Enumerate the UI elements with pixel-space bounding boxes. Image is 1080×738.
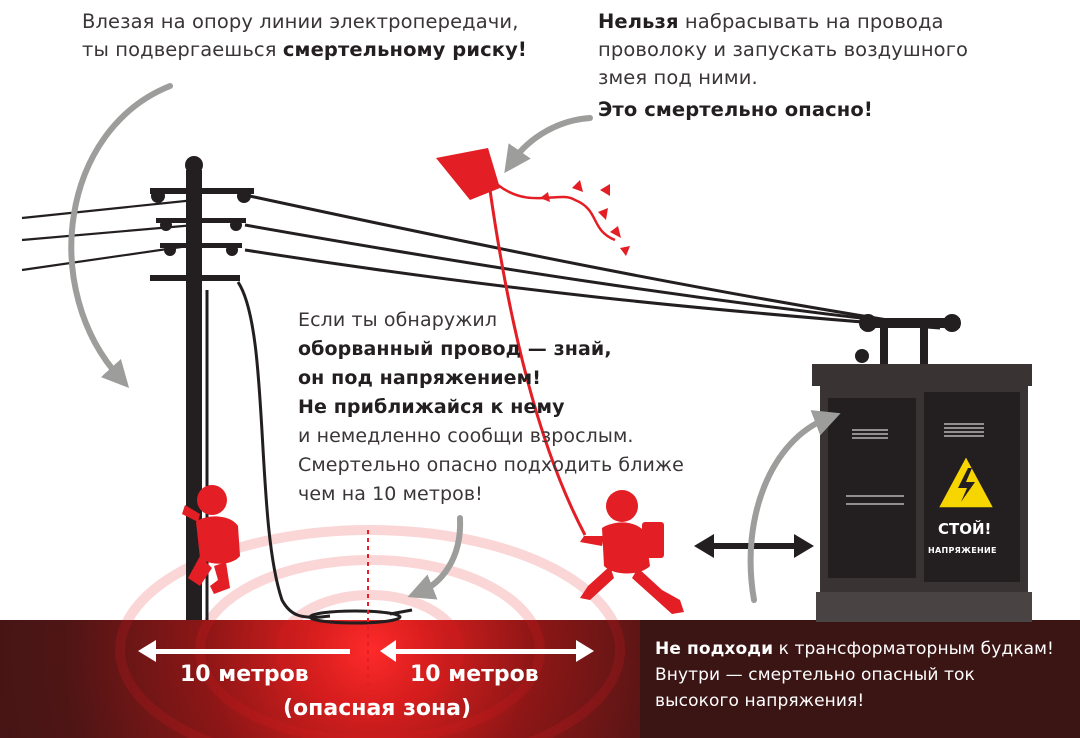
wire-warning-line1: Если ты обнаружил (298, 309, 498, 331)
zone-left-label: 10 метров (180, 662, 309, 687)
broken-wire-warning-text: Если ты обнаружил оборванный провод — зн… (298, 306, 684, 509)
kite-warning-line4: Это смертельно опасно! (598, 98, 873, 121)
kite-icon (436, 148, 630, 536)
zone-arrows-icon (138, 640, 594, 662)
transformer-warning-line1: к трансформаторным будкам! (778, 639, 1054, 659)
wire-warning-line7: чем на 10 метров! (298, 483, 483, 505)
pole-warning-emphasis: смертельному риску! (282, 38, 527, 61)
zone-caption: (опасная зона) (283, 696, 472, 721)
kite-warning-line1: набрасывать на провода (684, 10, 944, 33)
voltage-sign-text: НАПРЯЖЕНИЕ (928, 546, 997, 555)
wire-warning-line2: оборванный провод — знай, (298, 338, 612, 360)
stop-sign-text: СТОЙ! (938, 520, 992, 538)
power-lines-right (244, 193, 941, 330)
pole-warning-line2: ты подвергаешься (82, 38, 277, 61)
climbing-child-figure (182, 485, 240, 594)
kite-warning-text: Нельзя набрасывать на провода проволоку … (598, 8, 968, 124)
wire-warning-line4: Не приближайся к нему (298, 396, 565, 418)
kite-warning-line2: проволоку и запускать воздушного (598, 38, 969, 61)
transformer-booth (812, 314, 1032, 622)
transformer-warning-line3: высокого напряжения! (655, 691, 865, 711)
danger-zone-glow (0, 620, 640, 738)
power-pole (150, 156, 254, 620)
zone-right-label: 10 метров (410, 662, 539, 687)
transformer-warning-text: Не подходи к трансформаторным будкам! Вн… (655, 636, 1054, 714)
broken-wire (236, 281, 413, 625)
gray-pointer-arrows (68, 83, 841, 603)
power-lines-left (21, 198, 196, 272)
kite-warning-line3: змея под ними. (598, 66, 758, 89)
wire-warning-line6: Смертельно опасно подходить ближе (298, 454, 684, 476)
running-child-figure (580, 490, 684, 614)
transformer-warning-line2: Внутри — смертельно опасный ток (655, 665, 975, 685)
kite-warning-emphasis: Нельзя (598, 10, 679, 33)
transformer-warning-emphasis: Не подходи (655, 639, 774, 659)
wire-warning-line5: и немедленно сообщи взрослым. (298, 425, 634, 447)
pole-warning-line1: Влезая на опору линии электропередачи, (82, 10, 519, 33)
pole-warning-text: Влезая на опору линии электропередачи, т… (82, 8, 527, 64)
wire-warning-line3: он под напряжением! (298, 367, 542, 389)
